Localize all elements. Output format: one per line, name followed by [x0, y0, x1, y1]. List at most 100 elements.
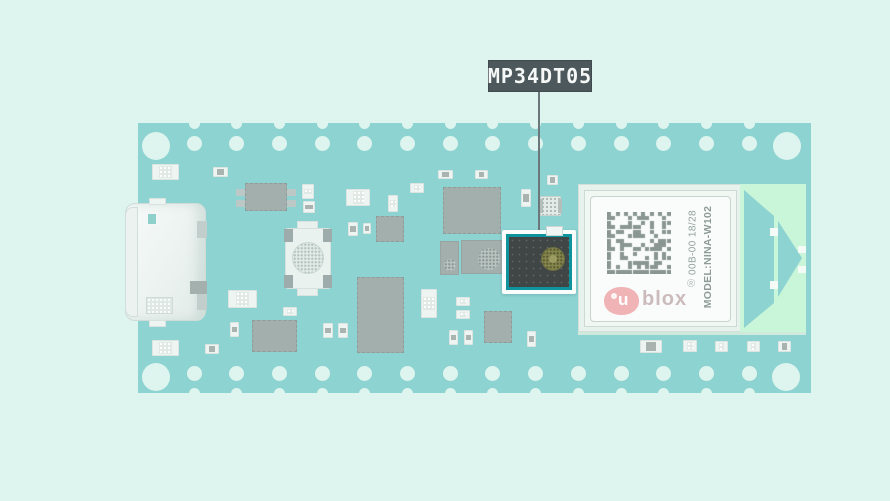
component-body [365, 226, 369, 231]
main-processor-chip [357, 277, 404, 353]
castellated-notch [572, 117, 584, 129]
castellated-notch [658, 387, 670, 399]
capacitor [438, 170, 453, 179]
resistor [715, 341, 728, 352]
component-body [781, 343, 788, 350]
antenna-pad [770, 228, 778, 236]
resistor [283, 307, 297, 316]
pad-strip [539, 199, 543, 213]
capacitor [338, 323, 348, 338]
capacitor [205, 344, 219, 354]
oscillator-can [444, 259, 456, 271]
button-pad [323, 275, 332, 288]
usb-slot [146, 212, 158, 226]
component-body [305, 204, 313, 210]
component-callout-label[interactable]: MP34DT05 [488, 60, 592, 92]
mounting-hole [142, 132, 170, 160]
component-body [159, 342, 172, 354]
capacitor [303, 201, 315, 213]
button-pad [284, 229, 293, 242]
resistor [456, 297, 470, 306]
mounting-hole [142, 363, 170, 391]
pin-hole [485, 135, 501, 151]
antenna-trace [744, 190, 774, 328]
component-body [460, 312, 466, 317]
oscillator-can [478, 248, 500, 270]
castellated-notch [572, 387, 584, 399]
capacitor [302, 184, 314, 199]
component-body [750, 343, 757, 350]
ic-chip [484, 311, 512, 343]
antenna-trace [778, 221, 802, 297]
registered-mark: ® [687, 278, 696, 290]
capacitor [348, 222, 358, 236]
usb-front-edge [125, 207, 138, 317]
pin-hole [698, 365, 714, 381]
usb-tab [149, 198, 166, 205]
component-body [423, 297, 435, 310]
component-body [325, 327, 331, 334]
castellated-notch [231, 117, 243, 129]
castellated-notch [188, 387, 200, 399]
pin-hole [485, 365, 501, 381]
ic-pin-pad [236, 189, 245, 196]
datamatrix-code [607, 212, 671, 274]
component-body [451, 334, 456, 341]
ic-chip [252, 320, 297, 352]
capacitor [228, 290, 257, 308]
pin-hole [570, 365, 586, 381]
component-body [287, 309, 293, 314]
castellated-notch [530, 387, 542, 399]
pin-hole [186, 365, 202, 381]
usb-pad [190, 281, 207, 294]
button-pad [323, 229, 332, 242]
castellated-notch [231, 387, 243, 399]
ic-chip [245, 183, 287, 211]
pin-hole [698, 135, 714, 151]
pin-hole [186, 135, 202, 151]
castellated-notch [615, 387, 627, 399]
pin-hole [271, 135, 287, 151]
capacitor [213, 167, 228, 177]
ic-pin-pad [287, 189, 296, 196]
capacitor [527, 331, 536, 347]
pin-hole [570, 135, 586, 151]
castellated-notch [487, 117, 499, 129]
castellated-notch [316, 117, 328, 129]
oscillator [461, 240, 503, 274]
capacitor [547, 175, 558, 185]
pin-hole [314, 135, 330, 151]
resistor [410, 183, 424, 193]
capacitor [363, 223, 371, 234]
castellated-notch [188, 117, 200, 129]
capacitor [475, 170, 488, 179]
component-body [442, 172, 449, 177]
usb-tab [149, 320, 166, 327]
pin-hole [229, 135, 245, 151]
capacitor [521, 189, 531, 207]
castellated-notch [444, 387, 456, 399]
castellated-notch [743, 117, 755, 129]
pad-strip [558, 199, 562, 213]
capacitor [778, 341, 791, 352]
castellated-notch [316, 387, 328, 399]
resistor [152, 340, 179, 356]
component-body [217, 169, 224, 175]
castellated-notch [700, 387, 712, 399]
pin-hole [314, 365, 330, 381]
pin-hole [357, 365, 373, 381]
castellated-notch [359, 387, 371, 399]
component-body [460, 299, 466, 304]
usb-anchor [197, 221, 207, 238]
component-body [687, 342, 693, 350]
pin-hole [528, 365, 544, 381]
component-body [478, 172, 485, 177]
resistor [456, 310, 470, 319]
antenna-pattern [740, 184, 806, 332]
pin-hole [656, 135, 672, 151]
pin-hole [741, 365, 757, 381]
resistor [388, 195, 398, 212]
button-pad [284, 275, 293, 288]
component-body [352, 191, 364, 204]
capacitor [230, 322, 239, 337]
